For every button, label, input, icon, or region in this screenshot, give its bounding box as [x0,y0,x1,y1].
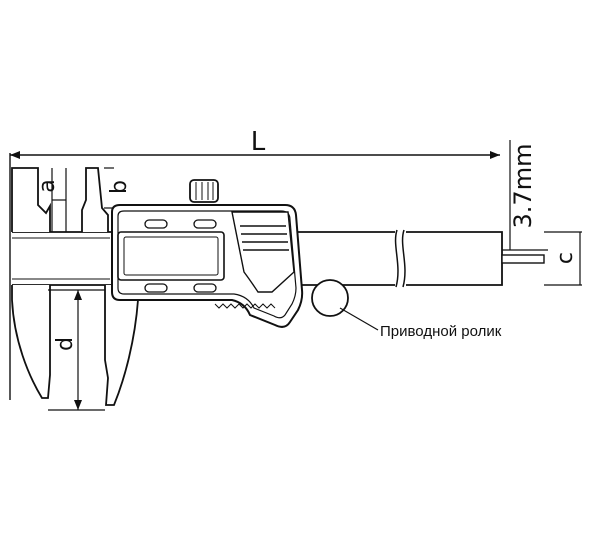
dimension-a [51,168,67,232]
callout-leader [339,307,379,331]
callout-label: Приводной ролик [380,323,502,340]
fixed-jaw [11,167,51,399]
dimension-d-label: d [53,337,78,351]
dimension-d [48,289,105,411]
dimension-b [104,167,114,209]
slider-body [81,167,219,406]
drive-roller [311,279,349,317]
grip-pad [231,211,295,293]
lcd-screen [117,231,225,281]
dimension-thickness [502,140,548,251]
dimension-a-label: a [35,179,60,192]
dimension-c [544,231,582,286]
beam-break-marks [394,229,406,288]
dimension-thickness-label: 3.7mm [509,144,537,229]
dimension-b-label: b [107,180,132,194]
dimension-length-label: L [251,127,266,157]
housing-buttons [144,219,217,293]
dimension-c-label: c [553,252,578,264]
dimension-length [9,151,500,400]
serrated-edge [214,303,276,309]
depth-rod [501,254,545,264]
